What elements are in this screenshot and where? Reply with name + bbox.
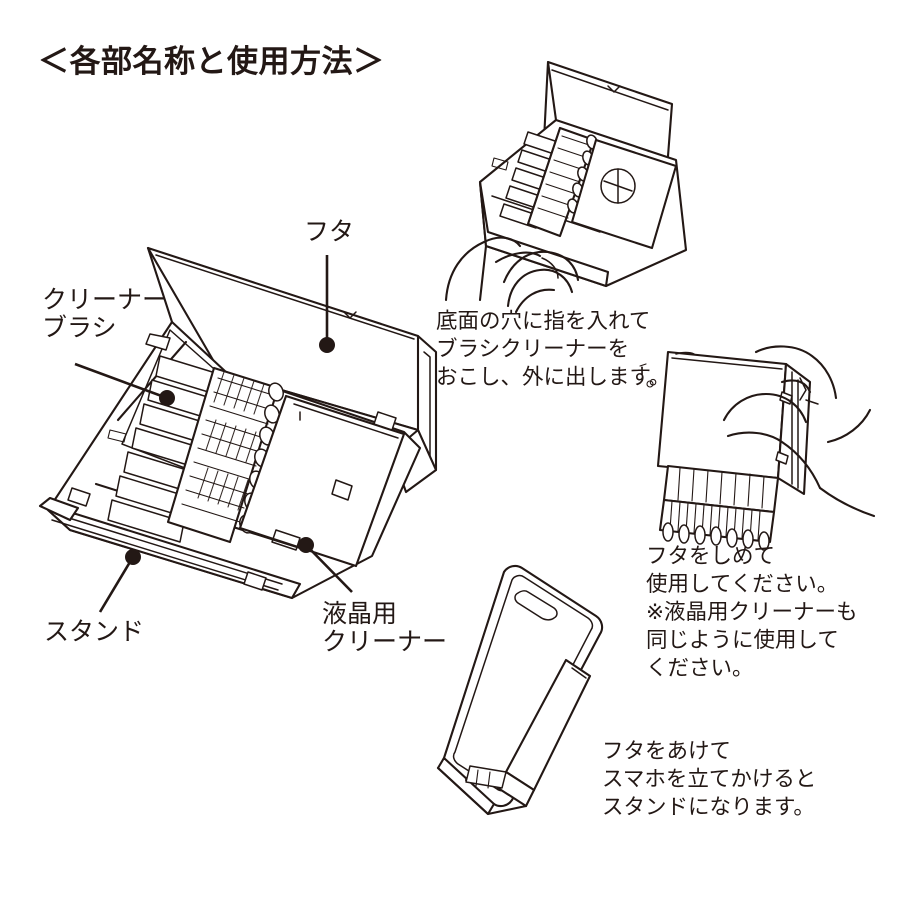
leader-line-cleaner-brush bbox=[74, 362, 168, 400]
leader-dot-cleaner-brush bbox=[159, 390, 175, 406]
lcd-cleaner-pad bbox=[238, 394, 406, 568]
leader-dot-lid bbox=[319, 337, 335, 353]
instruction-phone-stand: フタをあけて スマホを立てかけると スタンドになります。 bbox=[602, 739, 817, 820]
leader-line-lcd-cleaner bbox=[305, 544, 353, 593]
label-lcd-cleaner: 液晶用 クリーナー bbox=[322, 599, 448, 656]
case-hinge-tabs bbox=[67, 411, 397, 591]
case-body bbox=[38, 320, 422, 600]
label-lid: フタ bbox=[304, 217, 355, 246]
page-title: ＜各部名称と使用方法＞ bbox=[38, 44, 385, 80]
cleaner-brush-block bbox=[166, 366, 284, 544]
leader-dot-stand bbox=[125, 549, 141, 565]
hand-holding-closed-case-figure bbox=[639, 345, 876, 551]
instruction-open-brush: 底面の穴に指を入れて ブラシクリーナーを おこし、外に出します。 bbox=[436, 309, 671, 390]
label-cleaner-brush: クリーナー ブラシ bbox=[42, 285, 168, 342]
hand-lifting-brush-figure bbox=[444, 60, 688, 314]
case-lid bbox=[146, 246, 438, 494]
smartphone-on-stand-figure bbox=[436, 564, 604, 816]
label-stand: スタンド bbox=[44, 617, 145, 646]
leader-line-stand bbox=[98, 556, 135, 613]
wiper-ridges bbox=[107, 333, 233, 543]
leader-dot-lcd-cleaner bbox=[298, 537, 314, 553]
instruction-close-lid: フタをしめて 使用してください。 ※液晶用クリーナーも 同じように使用して くだ… bbox=[646, 544, 858, 681]
